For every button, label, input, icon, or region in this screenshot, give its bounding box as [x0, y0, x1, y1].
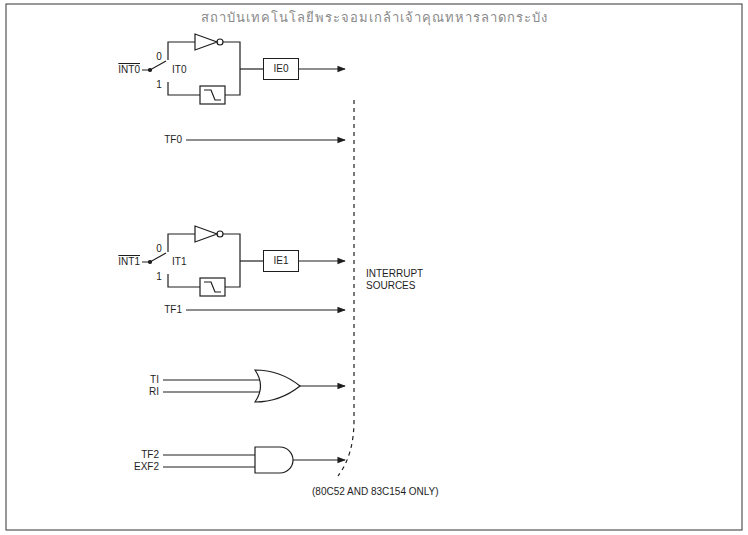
control-bit: IT0 [172, 64, 186, 76]
inverter-bubble [217, 39, 223, 45]
flag-name: TF1 [164, 304, 182, 316]
frame [6, 4, 742, 530]
signal-name: INT1 [118, 256, 140, 268]
switch [142, 61, 166, 70]
output-arrow [298, 260, 345, 261]
watermark: สถาบันเทคโนโลยีพระจอมเกล้าเจ้าคุณทหารลาด… [201, 10, 548, 26]
inverter-bubble [217, 231, 223, 237]
edge-detector [200, 86, 225, 104]
wire [168, 82, 200, 95]
flag-name: RI [149, 386, 159, 398]
flag-name: TF0 [164, 134, 182, 146]
falling-edge-symbol [204, 282, 221, 292]
inverter-symbol [195, 34, 217, 50]
note: (80C52 AND 83C154 ONLY) [312, 486, 439, 498]
flag-box: IE0 [263, 58, 299, 80]
falling-edge-symbol [204, 90, 221, 100]
control-bit: IT1 [172, 256, 186, 268]
int0-circuit [142, 34, 345, 104]
output-arrow [293, 459, 345, 460]
wire [168, 274, 200, 287]
flag-name: TI [150, 374, 159, 386]
edge-detector [200, 278, 225, 296]
tf1-line [186, 309, 345, 310]
flag-name: TF2 [141, 449, 159, 461]
and-gate [255, 447, 293, 473]
signal-name: INT0 [118, 64, 140, 76]
or-gate [255, 370, 300, 402]
tf0-line [186, 139, 345, 140]
flag-name: IE1 [273, 255, 288, 267]
wire [163, 380, 260, 392]
int1-circuit [142, 226, 345, 296]
inverter-symbol [195, 226, 217, 242]
switch-position: 0 [156, 243, 162, 255]
switch [142, 253, 166, 262]
flag-name: EXF2 [134, 461, 159, 473]
flag-name: IE0 [273, 63, 288, 75]
group-label: INTERRUPT SOURCES [366, 268, 432, 292]
wire [240, 68, 264, 69]
switch-pivot [149, 261, 152, 264]
switch-pivot [149, 69, 152, 72]
wire [168, 234, 195, 252]
wire [240, 260, 264, 261]
switch-position: 1 [156, 79, 162, 91]
wire [168, 42, 195, 60]
flag-box: IE1 [263, 250, 299, 272]
output-arrow [300, 385, 345, 386]
wire [163, 455, 255, 467]
bracket [338, 100, 354, 476]
output-arrow [298, 68, 345, 69]
switch-position: 1 [156, 271, 162, 283]
switch-position: 0 [156, 51, 162, 63]
